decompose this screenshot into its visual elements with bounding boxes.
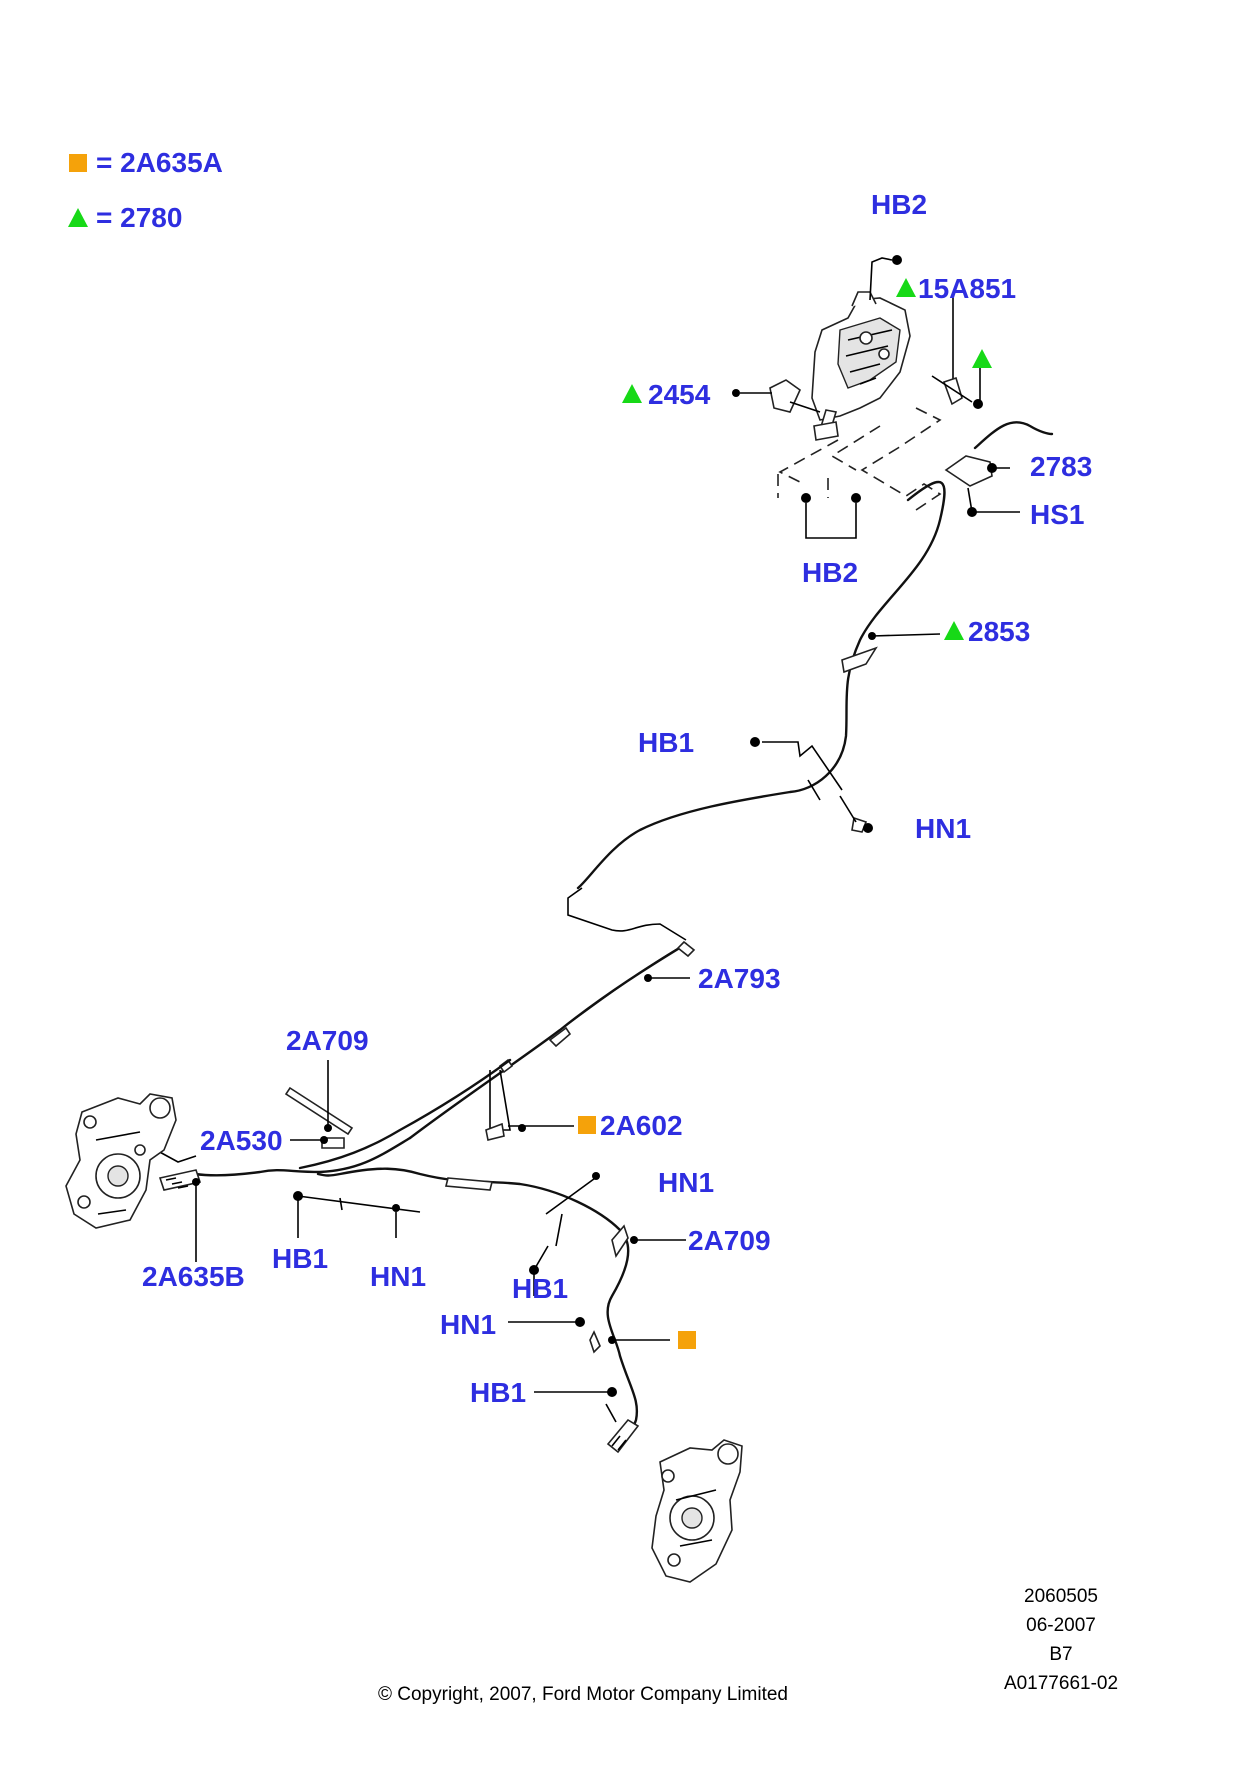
callout-hb2-top: HB2 — [871, 189, 927, 220]
callout-hn1-right: HN1 — [658, 1167, 714, 1198]
legend-triangle-icon — [68, 208, 88, 227]
callout-hn1-upper: HN1 — [915, 813, 971, 844]
callout-hb1-mid: HB1 — [512, 1273, 568, 1304]
legend-square-icon — [69, 154, 87, 172]
callout-hn1-left: HN1 — [370, 1261, 426, 1292]
callout-2454: 2454 — [648, 379, 711, 410]
callouts: HB2 15A851 2454 2783 HS1 HB2 2853 HB1 HN… — [142, 189, 1092, 1408]
callout-hb1-upper: HB1 — [638, 727, 694, 758]
equalizer-cable-2a793 — [408, 887, 696, 1140]
callout-2a602: 2A602 — [600, 1110, 683, 1141]
callout-hb1-left: HB1 — [272, 1243, 328, 1274]
callout-2853: 2853 — [968, 616, 1030, 647]
right-rear-cable — [316, 1167, 686, 1454]
callout-hb2-mid: HB2 — [802, 557, 858, 588]
parking-brake-pedal-assembly — [732, 255, 1054, 539]
left-rear-cable-2a635b — [155, 1058, 512, 1262]
info-line-4: A0177661-02 — [1004, 1673, 1118, 1694]
right-rear-knuckle — [651, 1439, 743, 1583]
info-line-3: B7 — [1049, 1644, 1072, 1665]
callout-2a530: 2A530 — [200, 1125, 283, 1156]
square-marker-icon — [678, 1331, 696, 1349]
legend: = 2A635A = 2780 — [68, 147, 223, 233]
callout-2a709-right: 2A709 — [688, 1225, 771, 1256]
callout-15a851: 15A851 — [918, 273, 1016, 304]
legend-triangle-text: = 2780 — [96, 202, 182, 233]
legend-square-text: = 2A635A — [96, 147, 223, 178]
square-marker-icon — [578, 1116, 596, 1134]
info-line-2: 06-2007 — [1026, 1615, 1096, 1636]
callout-hb1-lower: HB1 — [470, 1377, 526, 1408]
callout-2a709-left: 2A709 — [286, 1025, 369, 1056]
callout-2a793: 2A793 — [698, 963, 781, 994]
triangle-marker-icon — [972, 349, 992, 368]
copyright-notice: © Copyright, 2007, Ford Motor Company Li… — [378, 1684, 788, 1705]
info-line-1: 2060505 — [1024, 1586, 1098, 1607]
callout-2783: 2783 — [1030, 451, 1092, 482]
triangle-marker-icon — [896, 278, 916, 297]
drawing-info-block: 2060505 06-2007 B7 A0177661-02 — [1004, 1586, 1118, 1694]
left-rear-knuckle — [65, 1093, 177, 1229]
callout-hn1-lower: HN1 — [440, 1309, 496, 1340]
callout-hs1: HS1 — [1030, 499, 1084, 530]
triangle-marker-icon — [622, 384, 642, 403]
front-cable-2853 — [576, 480, 946, 890]
bracket-2a602 — [485, 1069, 574, 1141]
callout-2a635b: 2A635B — [142, 1261, 245, 1292]
triangle-marker-icon — [944, 621, 964, 640]
